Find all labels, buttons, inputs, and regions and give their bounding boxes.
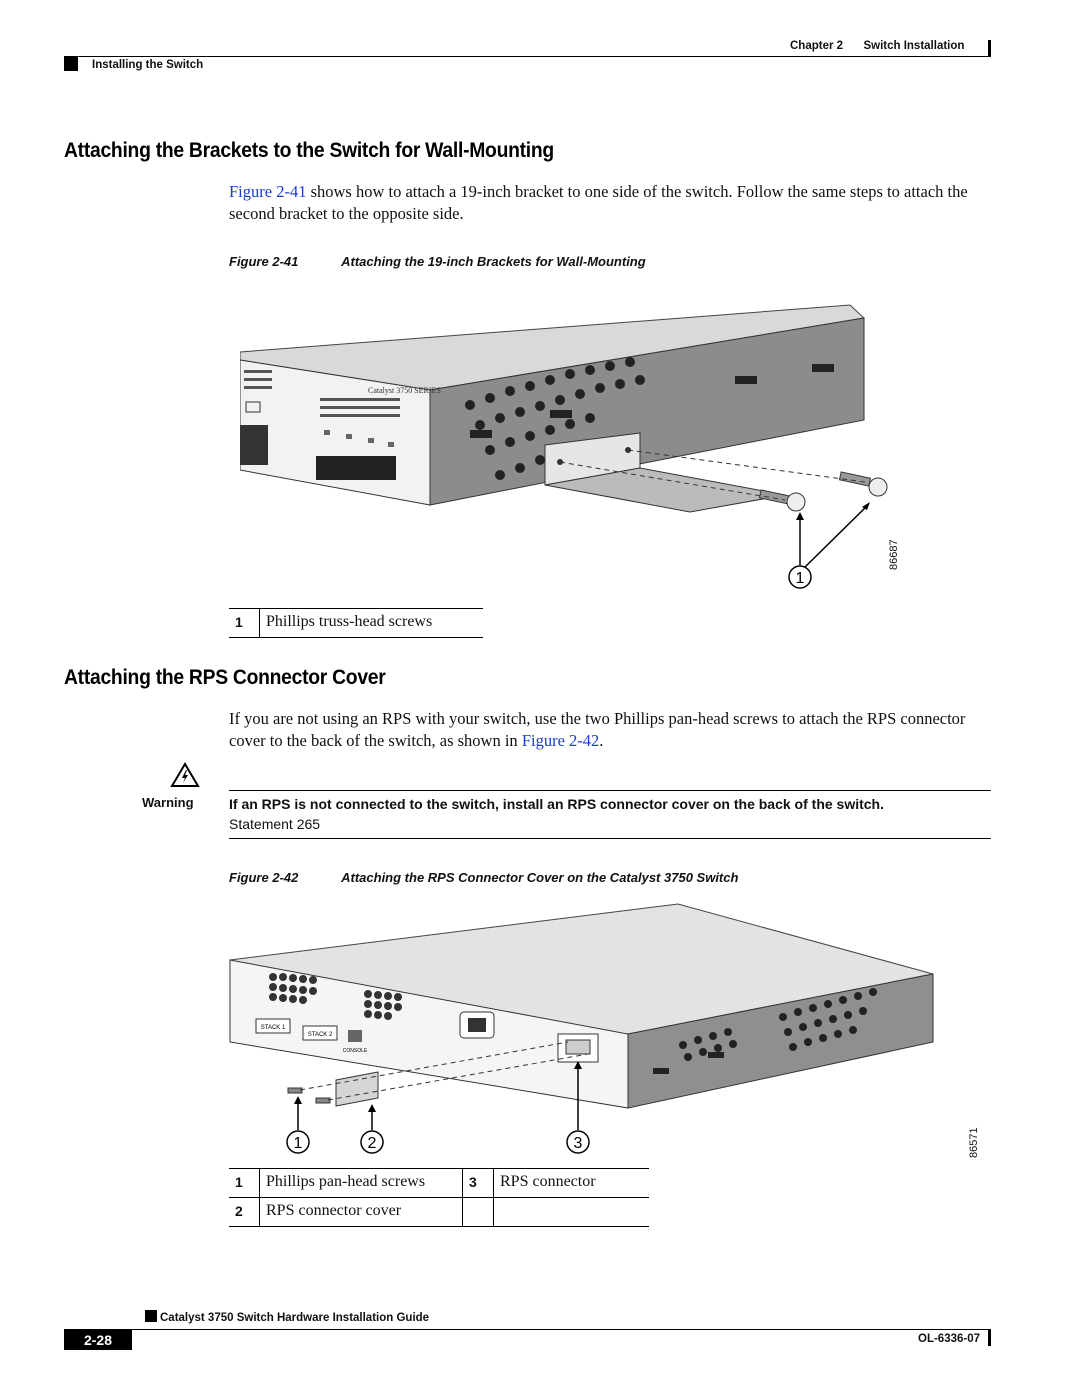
footer-square-icon bbox=[145, 1310, 157, 1322]
header-chapter: Chapter 2 Switch Installation bbox=[790, 40, 964, 52]
figure-2-41-link[interactable]: Figure 2-41 bbox=[229, 182, 307, 201]
figure-2-41-illustration: Catalyst 3750 SERIES 1 bbox=[240, 304, 888, 589]
figure-2-42-link[interactable]: Figure 2-42 bbox=[521, 731, 600, 750]
figure-2-41-callout-table: 1 Phillips truss-head screws bbox=[229, 608, 483, 638]
figure-2-41-label: Figure 2-41 bbox=[229, 254, 299, 269]
callout-text: RPS connector cover bbox=[259, 1197, 463, 1227]
callout-text bbox=[493, 1197, 649, 1227]
header-right-bar bbox=[988, 40, 991, 57]
callout-text: RPS connector bbox=[493, 1168, 649, 1198]
callout-text: Phillips pan-head screws bbox=[259, 1168, 463, 1198]
section1-paragraph: Figure 2-41 shows how to attach a 19-inc… bbox=[229, 181, 989, 225]
figure-2-42-id: 86571 bbox=[968, 1127, 980, 1158]
header-section: Installing the Switch bbox=[92, 59, 204, 71]
figure-2-41-logo: Catalyst 3750 SERIES bbox=[368, 386, 441, 395]
footer-guide-title: Catalyst 3750 Switch Hardware Installati… bbox=[160, 1312, 430, 1324]
callout-number: 3 bbox=[462, 1168, 494, 1198]
page-number: 2-28 bbox=[83, 1332, 113, 1348]
section-title-rps-cover: Attaching the RPS Connector Cover bbox=[64, 666, 386, 689]
console-label: CONSOLE bbox=[343, 1048, 368, 1054]
callout-number bbox=[462, 1197, 494, 1227]
figure-2-42-callout-1: 1 bbox=[294, 1135, 303, 1152]
warning-label: Warning bbox=[142, 795, 194, 810]
table-row: 1 Phillips truss-head screws bbox=[229, 608, 483, 638]
callout-number: 2 bbox=[229, 1197, 260, 1227]
warning-icon bbox=[170, 762, 200, 787]
callout-text: Phillips truss-head screws bbox=[259, 608, 483, 638]
figure-2-42-label: Figure 2-42 bbox=[229, 870, 299, 885]
figure-2-42-callout-table: 1 Phillips pan-head screws 3 RPS connect… bbox=[229, 1168, 649, 1227]
footer-right-bar bbox=[988, 1330, 991, 1346]
footer-rule bbox=[64, 1329, 991, 1330]
footer-doc-number: OL-6336-07 bbox=[918, 1333, 981, 1345]
page-number-badge: 2-28 bbox=[64, 1330, 132, 1350]
figure-2-42-callout-3: 3 bbox=[574, 1135, 583, 1152]
stack1-label: STACK 1 bbox=[261, 1025, 286, 1031]
section2-paragraph-text: If you are not using an RPS with your sw… bbox=[229, 709, 966, 750]
figure-2-41-title: Attaching the 19-inch Brackets for Wall-… bbox=[341, 254, 646, 269]
warning-rule-top bbox=[229, 790, 991, 791]
header-chapter-number: Chapter 2 bbox=[790, 40, 844, 52]
section-title-brackets: Attaching the Brackets to the Switch for… bbox=[64, 139, 554, 162]
table-row: 1 Phillips pan-head screws 3 RPS connect… bbox=[229, 1168, 649, 1198]
header-chapter-title: Switch Installation bbox=[863, 40, 965, 52]
figure-2-42-caption: Figure 2-42 Attaching the RPS Connector … bbox=[229, 870, 738, 885]
figure-2-42-title: Attaching the RPS Connector Cover on the… bbox=[341, 870, 739, 885]
figure-2-41-id: 86687 bbox=[888, 539, 900, 570]
warning-statement: Statement 265 bbox=[229, 816, 321, 832]
callout-number: 1 bbox=[229, 1168, 260, 1198]
figure-2-41-caption: Figure 2-41 Attaching the 19-inch Bracke… bbox=[229, 254, 646, 269]
table-row: 2 RPS connector cover bbox=[229, 1197, 649, 1227]
header-rule bbox=[64, 56, 991, 57]
header-square-icon bbox=[64, 57, 78, 71]
figure-2-42-callout-2: 2 bbox=[368, 1135, 377, 1152]
stack2-label: STACK 2 bbox=[308, 1032, 333, 1038]
callout-number: 1 bbox=[229, 608, 260, 638]
warning-bold-text: If an RPS is not connected to the switch… bbox=[229, 796, 884, 812]
figure-2-41-callout-1: 1 bbox=[796, 570, 805, 587]
section2-paragraph: If you are not using an RPS with your sw… bbox=[229, 709, 966, 750]
section1-paragraph-text: shows how to attach a 19-inch bracket to… bbox=[229, 182, 968, 223]
figure-2-42-illustration: STACK 1 STACK 2 CONSOLE 1 2 3 bbox=[229, 903, 934, 1154]
warning-rule-bottom bbox=[229, 838, 991, 839]
warning-text: If an RPS is not connected to the switch… bbox=[229, 794, 989, 834]
